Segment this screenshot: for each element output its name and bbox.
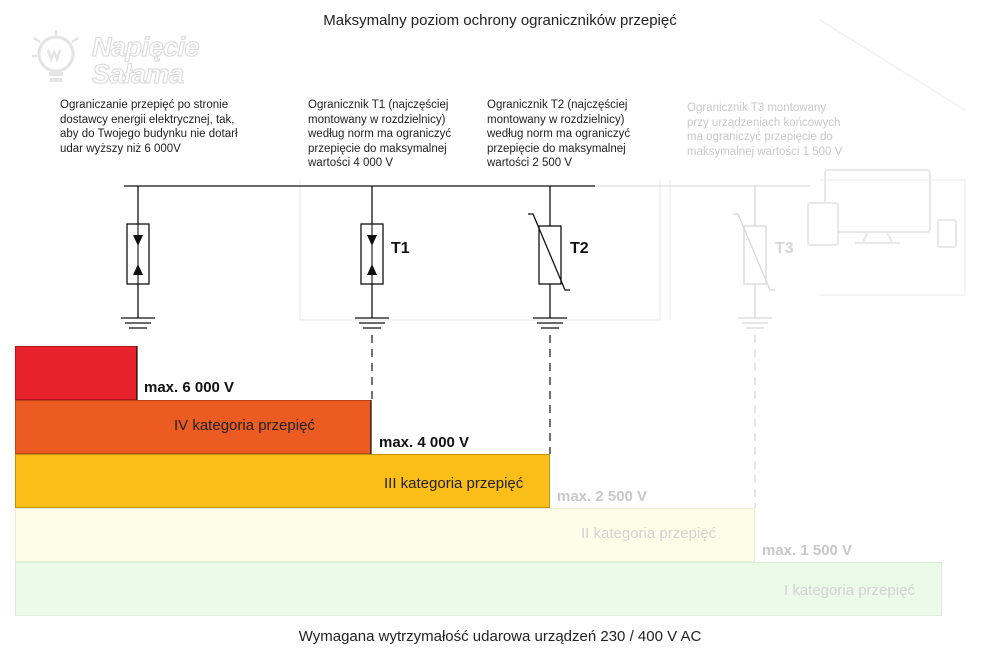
category-iii-label: III kategoria przepięć <box>384 475 524 492</box>
max-6000-label: max. 6 000 V <box>144 379 235 396</box>
description-line: Ogranicznik T3 montowany <box>687 102 827 114</box>
max-2500-label: max. 2 500 V <box>557 488 648 505</box>
category-iv-label: IV kategoria przepięć <box>174 417 315 434</box>
supplier-description: Ograniczanie przepięć po stronie dostawc… <box>60 98 238 156</box>
logo-text: Napięcie Sałama <box>91 32 200 89</box>
band-iv <box>15 400 371 454</box>
diagram-footer: Wymagana wytrzymałość udarowa urządzeń 2… <box>298 628 702 645</box>
description-line: Ograniczanie przepięć po stronie <box>60 99 229 111</box>
description-line: ma ograniczyć przepięcie do <box>687 131 833 143</box>
t3-description: Ogranicznik T3 montowany przy urządzenia… <box>687 101 842 159</box>
category-i-label: I kategoria przepięć <box>784 582 915 599</box>
description-line: wartości 4 000 V <box>308 157 394 169</box>
description-line: przepięcie do maksymalnej <box>487 142 626 155</box>
t1-description: Ogranicznik T1 (najczęściej montowany w … <box>308 98 451 171</box>
t3-varistor-icon <box>733 186 775 329</box>
band-iii <box>15 454 550 508</box>
band-ii <box>15 508 755 562</box>
band-red <box>15 346 137 400</box>
description-line: Ogranicznik T2 (najczęściej <box>487 99 628 111</box>
description-line: przy urządzeniach końcowych <box>687 116 841 129</box>
description-line: według norm ma ograniczyć <box>487 128 631 140</box>
band-i <box>15 562 942 616</box>
t2-description: Ogranicznik T2 (najczęściej montowany w … <box>487 98 630 171</box>
description-line: Ogranicznik T1 (najczęściej <box>308 99 449 111</box>
t1-label: T1 <box>391 240 410 257</box>
t3-label: T3 <box>775 240 794 257</box>
supplier-arrester-icon <box>121 186 155 329</box>
description-line: aby do Twojego budynku nie dotarł <box>60 128 238 140</box>
max-1500-label: max. 1 500 V <box>762 542 853 559</box>
logo-line-2: Sałama <box>91 59 184 89</box>
description-line: udar wyższy niż 6 000V <box>60 142 181 155</box>
varistor-icon <box>528 186 570 329</box>
category-ii-label: II kategoria przepięć <box>581 525 717 542</box>
description-line: maksymalnej wartości 1 500 V <box>687 145 843 158</box>
t2-label: T2 <box>570 240 589 257</box>
description-line: wartości 2 500 V <box>487 157 573 169</box>
description-line: montowany w rozdzielnicy) <box>308 113 446 126</box>
description-line: montowany w rozdzielnicy) <box>487 113 625 126</box>
house-outline-icon <box>299 19 966 321</box>
devices-icon <box>807 169 957 248</box>
max-4000-label: max. 4 000 V <box>379 434 470 451</box>
description-line: przepięcie do maksymalnej <box>308 142 447 155</box>
description-line: dostawcy energii elektrycznej, tak, <box>60 113 235 126</box>
description-line: według norm ma ograniczyć <box>308 128 452 140</box>
logo-line-1: Napięcie <box>91 32 200 62</box>
lightbulb-logo-icon <box>30 28 90 95</box>
t1-arrester-icon <box>355 186 389 329</box>
diagram-title: Maksymalny poziom ochrony ograniczników … <box>323 12 677 29</box>
